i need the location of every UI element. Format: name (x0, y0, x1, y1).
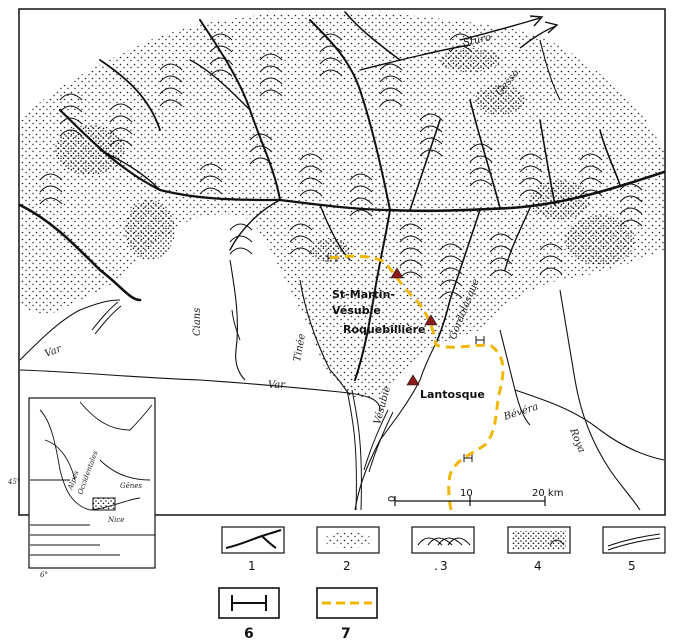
river-cians: Cians (192, 308, 203, 336)
svg-text:.: . (434, 559, 438, 573)
inset-lon: 6° (40, 571, 48, 579)
dense-stipple-zones (55, 48, 635, 265)
drainage-network (18, 11, 666, 381)
moraine-arcs (39, 33, 643, 299)
inset-genes: Gênes (120, 482, 142, 490)
svg-text:1: 1 (248, 559, 256, 573)
lower-rivers (19, 39, 665, 511)
inset-nice: Nice (107, 516, 124, 524)
label-vesubie-town: Vésubie (332, 304, 381, 317)
label-roquebilliere: Roquebillière (343, 323, 426, 336)
river-var-south: Var (268, 380, 286, 391)
label-lantosque: Lantosque (420, 388, 485, 401)
inset-map: Alpes Occidentales Gênes Nice 45° 6° (7, 397, 156, 579)
scale-tick-20: 20 km (532, 488, 563, 499)
svg-text:6: 6 (244, 626, 254, 642)
inset-lat: 45° (7, 478, 20, 486)
svg-text:2: 2 (343, 559, 351, 573)
legend-item-1: 1 (221, 526, 285, 573)
marker-st-martin (390, 267, 404, 279)
marker-roquebilliere (424, 314, 438, 326)
scale-tick-0: 0 (387, 496, 398, 502)
svg-text:4: 4 (534, 559, 542, 573)
legend-item-5: 5 (602, 526, 666, 573)
svg-text:5: 5 (628, 559, 636, 573)
legend-item-7: 7 (316, 587, 378, 642)
inset-study-area (92, 497, 116, 511)
svg-text:7: 7 (341, 626, 351, 642)
legend-item-3: . 3 (411, 526, 475, 573)
legend: 1 2 . 3 4 5 (221, 526, 666, 573)
legend-item-2: 2 (316, 526, 380, 573)
sturo-flow-arrow (459, 15, 559, 49)
legend-row-2: 6 7 (218, 587, 378, 642)
label-st-martin: St-Martin- (332, 288, 395, 301)
scale-tick-10: 10 (460, 488, 473, 499)
legend-item-4: 4 (507, 526, 571, 573)
legend-item-6: 6 (218, 587, 280, 642)
river-tinee: Tinée (292, 333, 308, 363)
svg-text:3: 3 (440, 559, 448, 573)
dashed-route (329, 254, 505, 516)
marker-lantosque (406, 374, 420, 386)
town-markers (390, 267, 438, 386)
gorge-walls (91, 301, 394, 511)
scale-bar (394, 496, 546, 506)
